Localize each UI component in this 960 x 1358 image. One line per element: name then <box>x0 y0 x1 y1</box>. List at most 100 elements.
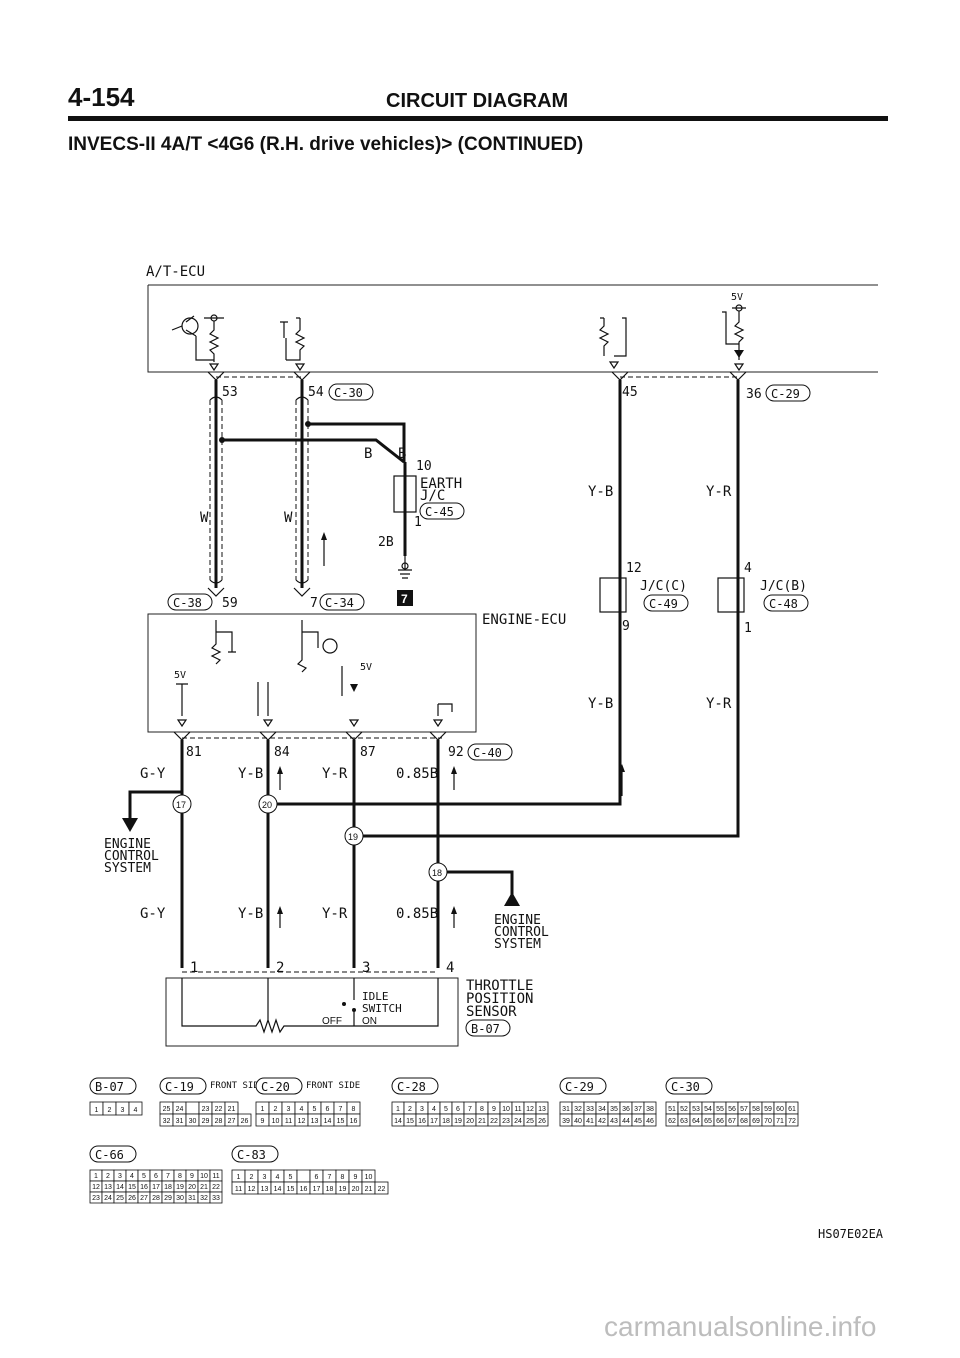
pin-number: 27 <box>228 1118 236 1125</box>
pin-number: 12 <box>526 1106 534 1113</box>
connector-face-side: FRONT SIDE <box>306 1081 360 1091</box>
pin-53: 53 <box>222 385 238 400</box>
idle-switch-line1: IDLE <box>362 990 389 1003</box>
connector-face-label: C-83 <box>237 1148 266 1162</box>
pin-number: 28 <box>215 1118 223 1125</box>
wire-color-yr-mid: Y-R <box>706 696 732 712</box>
idle-switch-line2: SWITCH <box>362 1002 402 1015</box>
pin-4-jcb: 4 <box>744 561 752 576</box>
pin-number: 70 <box>764 1118 772 1125</box>
svg-text:18: 18 <box>432 868 442 878</box>
ecs-right-line3: SYSTEM <box>494 937 541 952</box>
svg-text:C-49: C-49 <box>649 597 678 611</box>
wire-color-gy-b: G-Y <box>140 906 166 922</box>
ecu-transistor-icon <box>322 638 338 654</box>
pin-number: 56 <box>728 1106 736 1113</box>
ecu-ground-symbol <box>437 703 453 716</box>
pin-number: 7 <box>339 1106 343 1113</box>
pin-number: 52 <box>680 1106 688 1113</box>
pin-59: 59 <box>222 596 238 611</box>
pin-number: 55 <box>716 1106 724 1113</box>
wire-to-ecs-left <box>128 790 182 820</box>
pin-number: 32 <box>163 1118 171 1125</box>
pin-10: 10 <box>416 459 432 474</box>
pin-number: 9 <box>492 1106 496 1113</box>
tps-connector-tag: B-07 <box>465 1019 511 1037</box>
connector-face-tag <box>665 1077 713 1095</box>
pin-92: 92 <box>448 745 464 760</box>
pin-number: 15 <box>287 1186 295 1193</box>
tps-pin-1: 1 <box>190 960 198 976</box>
pin-number: 7 <box>468 1106 472 1113</box>
pin-number: 1 <box>237 1174 241 1181</box>
pin-number: 19 <box>454 1118 462 1125</box>
pin-number: 63 <box>680 1118 688 1125</box>
pin-number: 26 <box>128 1195 136 1202</box>
pin-cell <box>185 1101 200 1115</box>
pin-number: 25 <box>116 1195 124 1202</box>
connector-tag-c38: C-38 <box>167 593 213 611</box>
connector-face-label: C-29 <box>565 1080 594 1094</box>
pin-markers-top <box>207 371 747 381</box>
earth-jc-label-2: J/C <box>420 488 445 504</box>
pin-number: 10 <box>502 1106 510 1113</box>
pin-number: 4 <box>432 1106 436 1113</box>
svg-text:C-34: C-34 <box>325 596 354 610</box>
pin-number: 31 <box>562 1106 570 1113</box>
pin-number: 4 <box>300 1106 304 1113</box>
pin-number: 31 <box>188 1195 196 1202</box>
pin-number: 22 <box>212 1184 220 1191</box>
pin-number: 33 <box>212 1195 220 1202</box>
pin-number: 37 <box>634 1106 642 1113</box>
pin-7: 7 <box>310 596 318 611</box>
connector-tag-c34: C-34 <box>319 593 365 611</box>
pin-1-jcb: 1 <box>744 621 752 636</box>
pin-number: 16 <box>418 1118 426 1125</box>
ecu-5v-feed <box>176 683 188 716</box>
pin-number: 6 <box>456 1106 460 1113</box>
pullup-resistor-1 <box>204 314 224 372</box>
pullup-resistor-3 <box>598 317 627 370</box>
svg-text:20: 20 <box>262 800 272 810</box>
connector-tag-c30: C-30 <box>328 383 374 401</box>
connector-face-label: C-30 <box>671 1080 700 1094</box>
header-rule <box>68 116 888 121</box>
pulldown-resistor-2 <box>280 317 306 372</box>
connector-tag-c48: C-48 <box>763 594 809 612</box>
pin-number: 69 <box>752 1118 760 1125</box>
pin-number: 24 <box>176 1106 184 1113</box>
jc-b-box <box>717 577 745 613</box>
wire-color-yr-b: Y-R <box>322 906 348 922</box>
ecu-internal-resistors <box>257 666 343 716</box>
pin-84: 84 <box>274 745 290 760</box>
pin-number: 23 <box>92 1195 100 1202</box>
pin-number: 25 <box>163 1106 171 1113</box>
pin-cell <box>785 1113 799 1127</box>
ecu-input-resistors <box>210 620 319 673</box>
wire-color-w2: W <box>284 510 293 526</box>
pin-number: 42 <box>598 1118 606 1125</box>
pin-number: 20 <box>352 1186 360 1193</box>
pin-number: 36 <box>622 1106 630 1113</box>
svg-text:19: 19 <box>348 832 358 842</box>
pin-number: 72 <box>788 1118 796 1125</box>
pin-number: 5 <box>142 1173 146 1180</box>
wire-color-085b-a: 0.85B <box>396 766 438 782</box>
pin-number: 24 <box>514 1118 522 1125</box>
pin-number: 44 <box>622 1118 630 1125</box>
pin-number: 6 <box>154 1173 158 1180</box>
pin-number: 3 <box>420 1106 424 1113</box>
pin-number: 16 <box>350 1118 358 1125</box>
connector-face-tag <box>559 1077 607 1095</box>
supply-5v-ecu-right: 5V <box>360 662 372 673</box>
wire-to-ecs-right <box>438 870 514 904</box>
pin-number: 33 <box>586 1106 594 1113</box>
pin-number: 2 <box>108 1107 112 1114</box>
ecs-left-line1: ENGINE <box>104 837 151 852</box>
connector-tag-c29: C-29 <box>765 384 811 402</box>
wire-color-w1: W <box>200 510 209 526</box>
tps-pin-4: 4 <box>446 960 454 976</box>
supply-5v-atecu: 5V <box>731 292 743 303</box>
jc-c-box <box>599 577 627 613</box>
pin-number: 3 <box>118 1173 122 1180</box>
